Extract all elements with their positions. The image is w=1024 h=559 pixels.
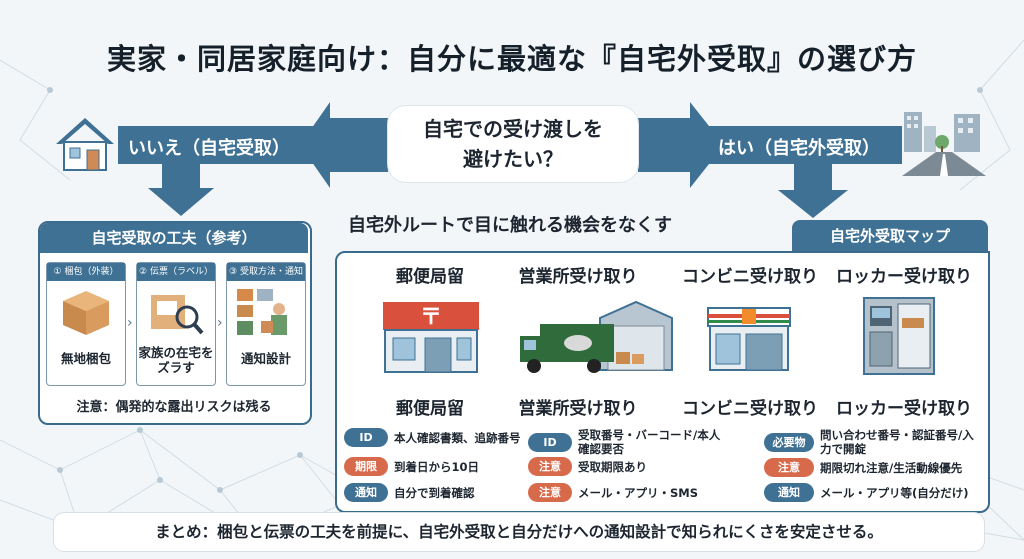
detail-row: 通知 自分で到着確認 xyxy=(344,483,475,502)
option-locker-subtitle: ロッカー受け取り xyxy=(836,399,972,419)
option-convenience-title: コンビニ受け取り xyxy=(682,267,818,287)
option-depot-title: 営業所受け取り xyxy=(518,267,638,287)
city-road-icon xyxy=(902,112,986,176)
detail-row: 注意 メール・アプリ・SMS xyxy=(528,483,698,502)
home-delivery-panel-title: 自宅受取の工夫（参考） xyxy=(40,223,308,253)
summary-banner: まとめ：梱包と伝票の工夫を前提に、自宅外受取と自分だけへの通知設計で知られにくさ… xyxy=(54,513,984,551)
detail-text: 受取期限あり xyxy=(578,459,647,474)
chevron-right-icon: › xyxy=(127,315,133,331)
no-branch-arrow xyxy=(300,102,388,188)
detail-text: 問い合わせ番号・認証番号/入力で開錠 xyxy=(820,428,974,456)
step-tag: ③ 受取方法・通知 xyxy=(227,263,305,281)
option-locker-title: ロッカー受け取り xyxy=(836,267,972,287)
option-depot-subtitle: 営業所受け取り xyxy=(518,399,638,419)
step-card-packaging: ① 梱包（外装） 無地梱包 xyxy=(46,262,126,386)
notification-icon xyxy=(237,289,287,335)
convenience-store-icon xyxy=(707,307,791,371)
yes-branch-arrow xyxy=(638,102,724,188)
locker-icon xyxy=(863,297,935,375)
id-badge: ID xyxy=(344,428,388,447)
label-magnifier-icon xyxy=(151,295,204,335)
question-line1: 自宅での受け渡しを xyxy=(423,117,603,141)
caution-badge: 注意 xyxy=(764,458,814,477)
option-post-office-subtitle: 郵便局留 xyxy=(396,399,464,419)
branch-yes-label: はい（自宅外受取） xyxy=(718,138,880,159)
detail-row: 注意 受取期限あり xyxy=(528,457,647,476)
id-badge: ID xyxy=(528,432,572,452)
option-post-office-title: 郵便局留 xyxy=(396,267,464,287)
detail-text: 受取番号・バーコード/本人確認要否 xyxy=(578,428,721,456)
detail-row: ID 受取番号・バーコード/本人確認要否 xyxy=(528,428,728,456)
post-office-icon: 〒 xyxy=(383,302,479,373)
notify-badge: 通知 xyxy=(764,483,814,502)
detail-row: 必要物 問い合わせ番号・認証番号/入力で開錠 xyxy=(764,428,980,456)
page-title: 実家・同居家庭向け：自分に最適な『自宅外受取』の選び方 xyxy=(106,42,917,76)
chevron-right-icon: › xyxy=(217,315,223,331)
step-card-label: ② 伝票（ラベル） 家族の在宅をズラす xyxy=(136,262,216,386)
detail-row: ID 本人確認書類、追跡番号 xyxy=(344,428,521,447)
map-tab: 自宅外受取マップ xyxy=(792,220,988,252)
step-tag: ② 伝票（ラベル） xyxy=(137,263,215,281)
step-label: 無地梱包 xyxy=(60,351,111,366)
detail-text: 期限切れ注意/生活動線優先 xyxy=(820,460,963,475)
caution-badge: 注意 xyxy=(528,457,572,476)
detail-text: メール・アプリ・SMS xyxy=(578,485,699,500)
step-label: 通知設計 xyxy=(240,351,291,366)
step-card-notification: ③ 受取方法・通知 通知設計 xyxy=(226,262,306,386)
branch-no-label: いいえ（自宅受取） xyxy=(128,138,290,159)
detail-text: メール・アプリ等(自分だけ) xyxy=(820,485,969,500)
required-badge: 必要物 xyxy=(764,432,814,452)
detail-text: 本人確認書類、追跡番号 xyxy=(394,430,521,445)
question-line2: 避けたい？ xyxy=(463,147,563,171)
caution-badge: 注意 xyxy=(528,483,572,502)
route-title: 自宅外ルートで目に触れる機会をなくす xyxy=(348,215,672,236)
svg-text:〒: 〒 xyxy=(420,305,442,330)
home-delivery-note: 注意：偶発的な露出リスクは残る xyxy=(76,400,272,415)
step-tag: ① 梱包（外装） xyxy=(47,263,125,281)
detail-text: 自分で到着確認 xyxy=(394,485,475,500)
box-icon xyxy=(63,291,109,335)
detail-row: 注意 期限切れ注意/生活動線優先 xyxy=(764,458,962,477)
deadline-badge: 期限 xyxy=(344,457,388,476)
detail-row: 通知 メール・アプリ等(自分だけ) xyxy=(764,483,969,502)
option-convenience-subtitle: コンビニ受け取り xyxy=(682,399,818,419)
pickup-map-panel xyxy=(335,251,990,513)
step-label: 家族の在宅をズラす xyxy=(138,345,214,375)
detail-row: 期限 到着日から10日 xyxy=(344,457,479,476)
notify-badge: 通知 xyxy=(344,483,388,502)
decision-question: 自宅での受け渡しを 避けたい？ xyxy=(388,106,638,182)
detail-text: 到着日から10日 xyxy=(394,459,480,474)
truck-depot-icon xyxy=(520,300,673,373)
house-icon xyxy=(56,118,114,171)
